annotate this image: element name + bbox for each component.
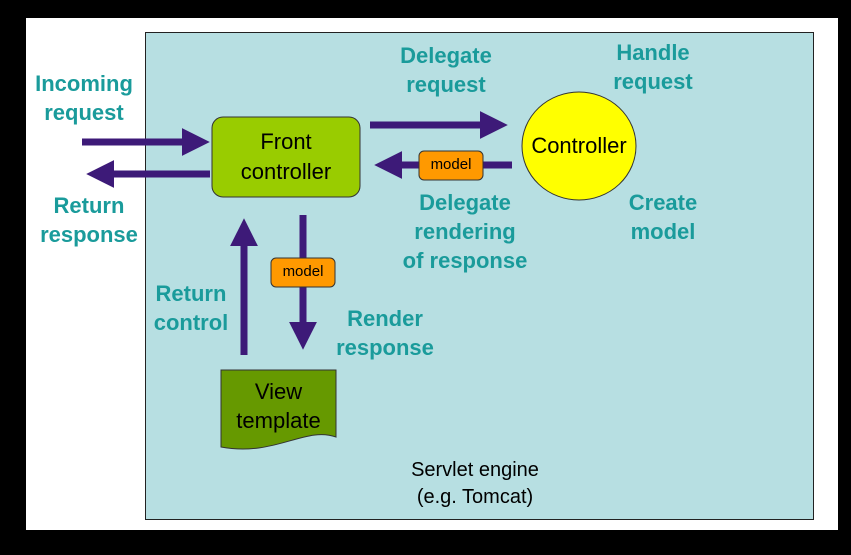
label-create-model: Create model bbox=[628, 190, 698, 244]
label-handle-request: Handle request bbox=[613, 40, 693, 94]
front-controller-label: Front controller bbox=[240, 129, 332, 184]
model-bottom-label: model bbox=[282, 263, 324, 280]
label-render-response: Render response bbox=[336, 306, 434, 360]
servlet-engine-label: Servlet engine (e.g. Tomcat) bbox=[411, 459, 539, 508]
label-return-response: Return response bbox=[40, 193, 138, 247]
controller-circle bbox=[521, 91, 637, 201]
model-box-bottom bbox=[270, 257, 336, 288]
view-template-shape bbox=[220, 369, 337, 450]
front-controller-box bbox=[211, 116, 361, 198]
model-top-label: model bbox=[430, 156, 472, 173]
label-incoming-request: Incoming request bbox=[35, 71, 133, 125]
label-delegate-request: Delegate request bbox=[400, 43, 492, 97]
view-template-label: View template bbox=[236, 379, 321, 433]
model-box-top bbox=[418, 150, 484, 181]
label-return-control: Return control bbox=[153, 281, 229, 335]
controller-label: Controller bbox=[531, 133, 627, 158]
label-delegate-rendering: Delegate rendering of response bbox=[402, 190, 528, 273]
